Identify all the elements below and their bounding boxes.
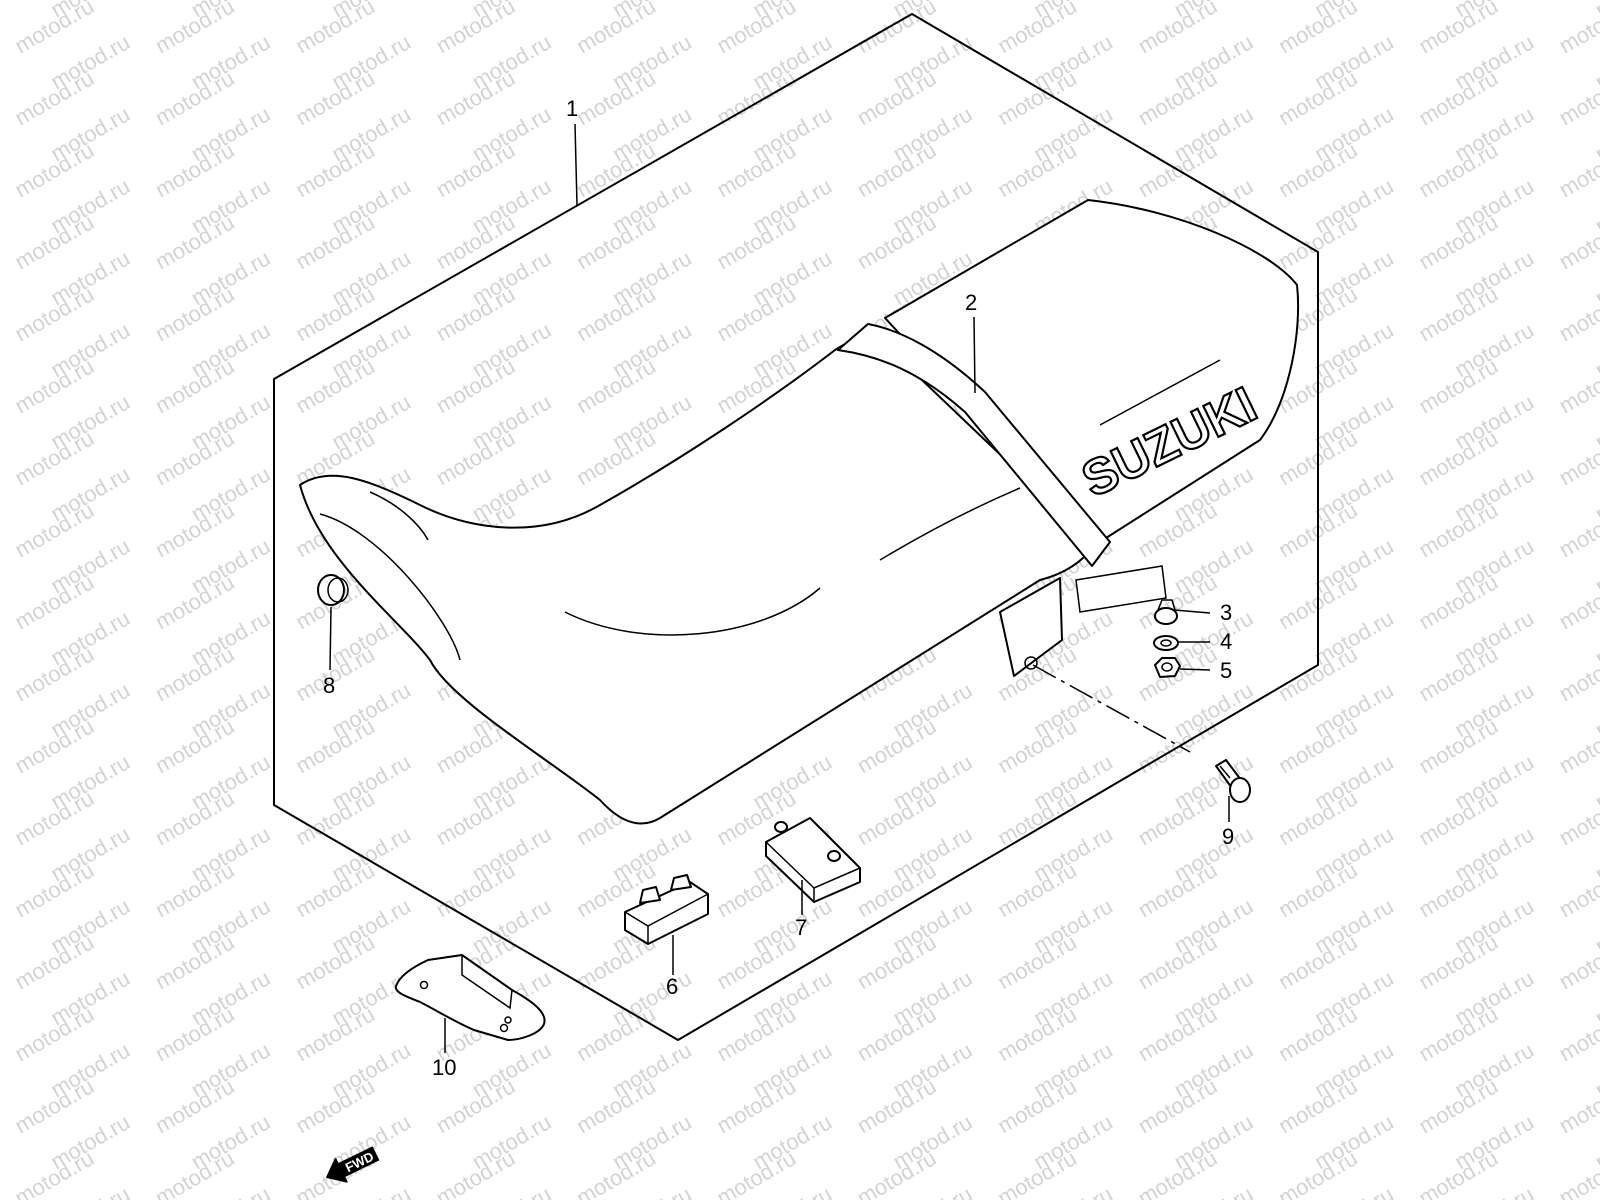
bolt-part-9 bbox=[1215, 759, 1251, 803]
seat-assembly-box-outline bbox=[273, 13, 1319, 1041]
nut-part-5 bbox=[1154, 657, 1181, 678]
callout-7: 7 bbox=[795, 915, 807, 940]
callout-3: 3 bbox=[1220, 600, 1232, 625]
cushion-part-8 bbox=[317, 574, 349, 606]
watermark-text: motod.ru bbox=[1555, 0, 1600, 58]
callout-6: 6 bbox=[666, 974, 678, 999]
callout-2: 2 bbox=[965, 290, 977, 315]
cushion-part-7 bbox=[765, 817, 861, 903]
washer-part-4 bbox=[1153, 635, 1179, 651]
callout-1: 1 bbox=[566, 96, 578, 121]
callout-5: 5 bbox=[1220, 658, 1232, 683]
collar-part-3 bbox=[1154, 599, 1178, 625]
callout-10: 10 bbox=[432, 1055, 456, 1080]
bracket-part-10 bbox=[394, 954, 546, 1041]
leader-lines bbox=[329, 123, 1230, 1053]
cushion-part-6 bbox=[624, 874, 709, 945]
seat-drawing bbox=[299, 199, 1300, 825]
callout-8: 8 bbox=[323, 673, 335, 698]
callout-9: 9 bbox=[1222, 824, 1234, 849]
callout-4: 4 bbox=[1220, 629, 1232, 654]
